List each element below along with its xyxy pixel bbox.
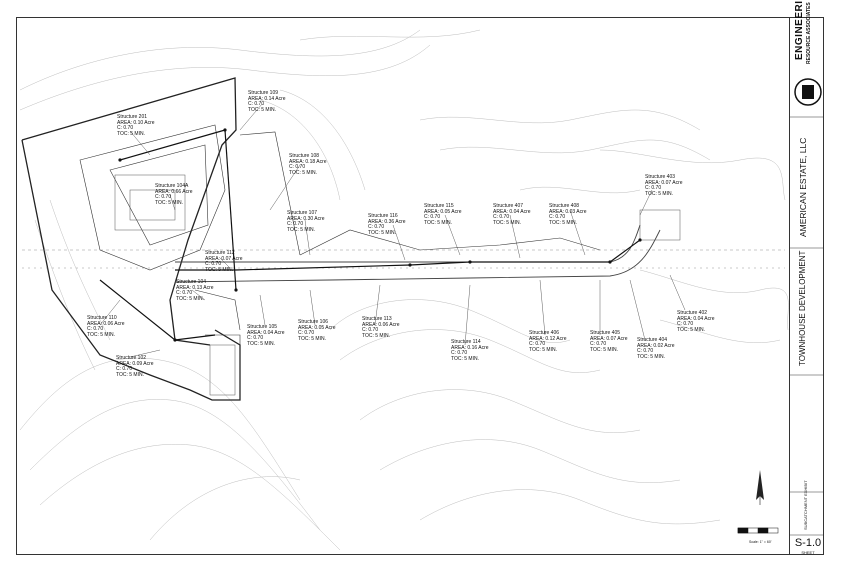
topographic-contours [19,29,789,551]
firm-name: ENGINEERING [794,0,805,60]
scale-bar [737,527,779,534]
project-name: TOWNHOUSE DEVELOPMENT [798,250,807,366]
firm-subname: RESOURCE ASSOCIATES [806,2,812,64]
townhouse-buildings [114,174,681,396]
title-block-dividers [789,116,824,536]
firm-logo [794,78,822,106]
sheet-border [16,17,824,555]
north-arrow [756,470,764,505]
client-name: AMERICAN ESTATE, LLC [798,137,808,237]
scale-label: Scale: 1" = 60' [749,540,772,544]
title-block [789,17,824,555]
inlet-points [118,128,642,342]
label-leaders [99,103,686,358]
sheet-label: SHEET [801,550,815,555]
sheet-title: SUBCATCHMENT EXHIBIT [803,480,808,530]
sheet-number: S-1.0 [794,537,822,549]
